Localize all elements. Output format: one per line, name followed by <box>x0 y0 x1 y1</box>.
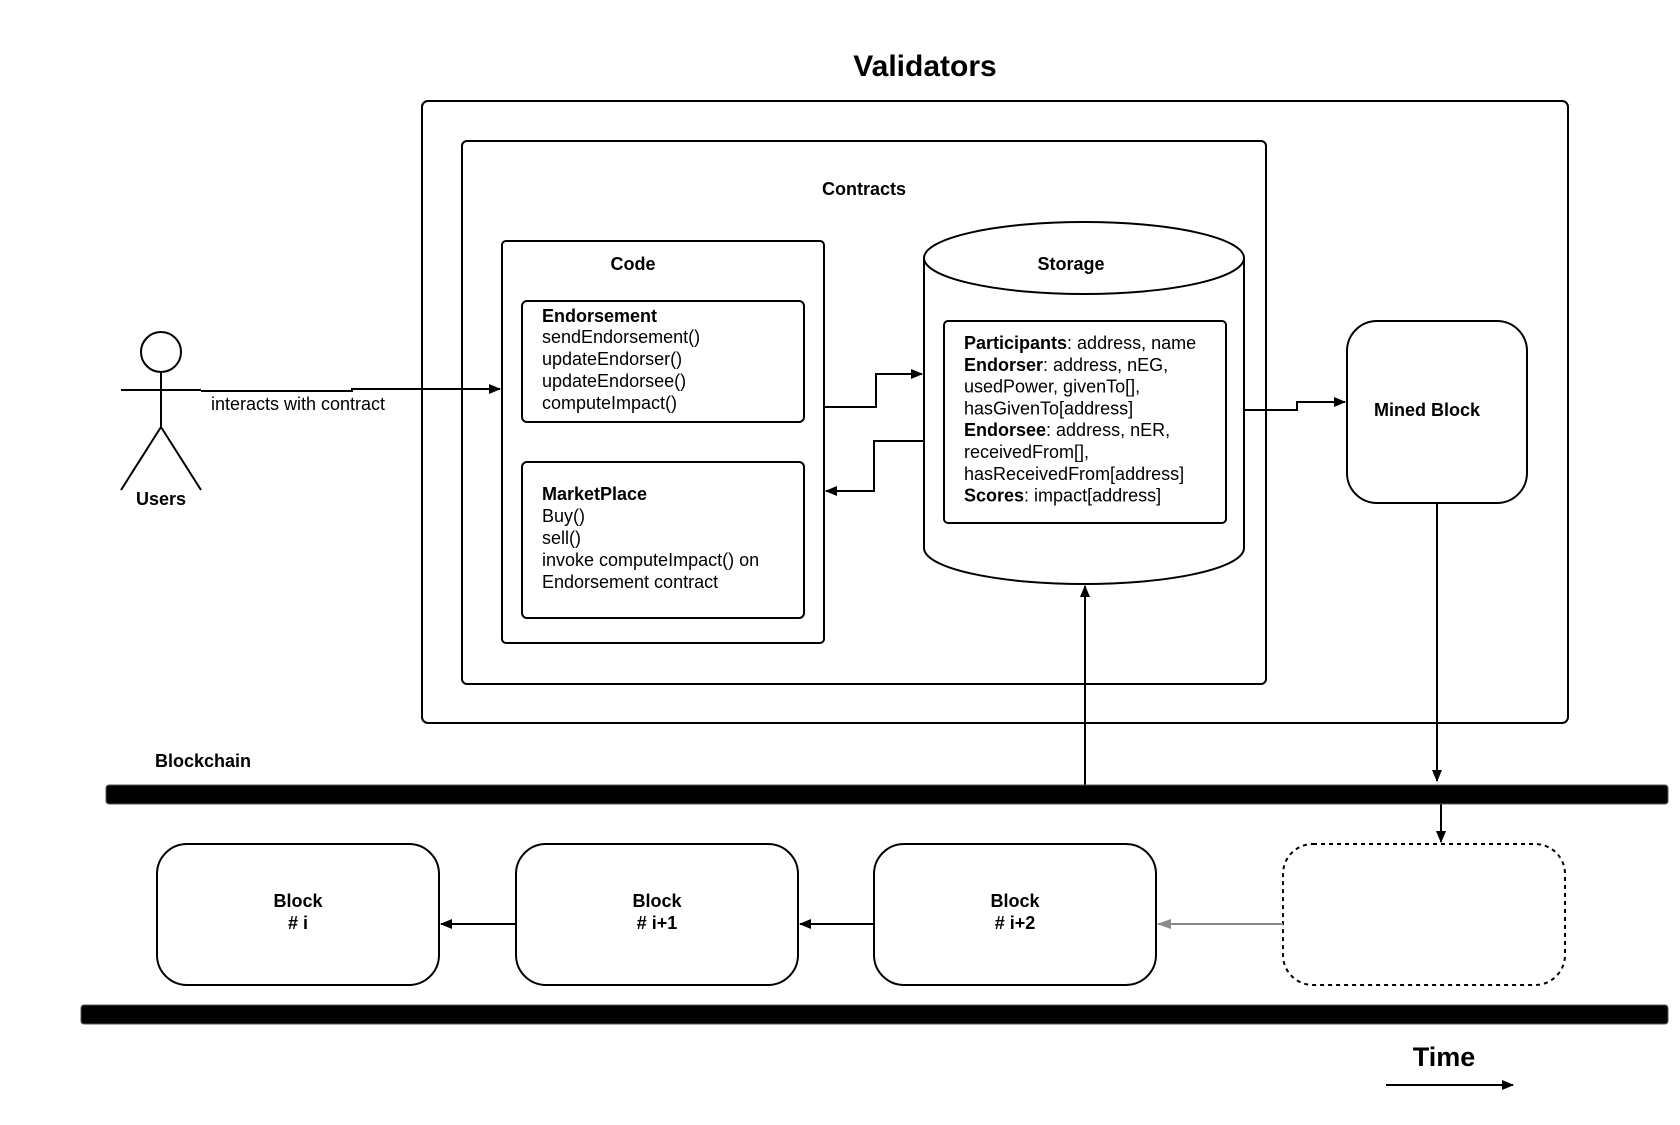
storage-variable-fields: receivedFrom[], <box>964 442 1089 462</box>
pending-block-placeholder <box>1282 843 1566 986</box>
endorsement-method: sendEndorsement() <box>542 327 700 347</box>
code-box <box>501 240 825 644</box>
user-actor-icon <box>120 331 202 491</box>
marketplace-method: Buy() <box>542 506 585 526</box>
marketplace-method: sell() <box>542 528 581 548</box>
blockchain-label: Blockchain <box>155 751 251 771</box>
storage-variable-line: hasGivenTo[address] <box>964 398 1133 418</box>
storage-title: Storage <box>1037 254 1104 274</box>
block-number: # i <box>288 913 308 933</box>
marketplace-method: invoke computeImpact() on <box>542 550 759 570</box>
endorsement-contract <box>521 300 805 423</box>
endorsement-method: computeImpact() <box>542 393 677 413</box>
storage-variable-line: usedPower, givenTo[], <box>964 377 1140 397</box>
storage-variable-name: Participants <box>964 333 1067 353</box>
block-i <box>156 843 440 986</box>
storage-variable-line: Endorsee: address, nER, <box>964 420 1170 440</box>
code-to-storage-arrow <box>824 369 923 408</box>
storage-variable-line: Scores: impact[address] <box>964 486 1161 506</box>
storage-to-code-arrow <box>825 440 924 496</box>
block-label: Block <box>632 891 682 911</box>
mined-block-label: Mined Block <box>1374 400 1481 420</box>
storage-cylinder <box>923 221 1245 585</box>
block-i-plus-1 <box>515 843 799 986</box>
storage-variable-line: Endorser: address, nEG, <box>964 355 1168 375</box>
block-number: # i+2 <box>995 913 1036 933</box>
contracts-title: Contracts <box>822 179 906 199</box>
users-label: Users <box>136 489 186 509</box>
code-title: Code <box>611 254 656 274</box>
blockchain-bar-bottom <box>80 1004 1669 1025</box>
marketplace-name: MarketPlace <box>542 484 647 504</box>
storage-variable-fields: hasGivenTo[address] <box>964 398 1133 418</box>
storage-variable-fields: : address, nEG, <box>1043 355 1168 375</box>
endorsement-method: updateEndorser() <box>542 349 682 369</box>
marketplace-method: Endorsement contract <box>542 572 718 592</box>
users-edge-label: interacts with contract <box>211 394 385 414</box>
time-label: Time <box>1413 1042 1476 1072</box>
block-label: Block <box>990 891 1040 911</box>
storage-variable-name: Endorser <box>964 355 1043 375</box>
block-number: # i+1 <box>637 913 678 933</box>
storage-variable-name: Scores <box>964 486 1024 506</box>
validators-box <box>421 100 1569 724</box>
storage-variable-fields: : address, nER, <box>1046 420 1170 440</box>
storage-variable-fields: : address, name <box>1067 333 1196 353</box>
storage-variable-fields: : impact[address] <box>1024 486 1161 506</box>
storage-variable-line: hasReceivedFrom[address] <box>964 464 1184 484</box>
storage-variable-fields: hasReceivedFrom[address] <box>964 464 1184 484</box>
storage-to-mined-block-arrow <box>1244 397 1346 411</box>
marketplace-contract <box>521 461 805 619</box>
contracts-box <box>461 140 1267 685</box>
blockchain-bar-top <box>105 784 1669 805</box>
storage-variable-line: Participants: address, name <box>964 333 1196 353</box>
endorsement-method: updateEndorsee() <box>542 371 686 391</box>
storage-variables-box <box>943 320 1227 524</box>
users-to-code-arrow <box>201 384 501 394</box>
endorsement-name: Endorsement <box>542 306 657 326</box>
storage-variable-name: Endorsee <box>964 420 1046 440</box>
validators-title: Validators <box>853 50 996 83</box>
block-label: Block <box>273 891 323 911</box>
storage-variable-fields: usedPower, givenTo[], <box>964 377 1140 397</box>
block-i-plus-2 <box>873 843 1157 986</box>
storage-variable-line: receivedFrom[], <box>964 442 1089 462</box>
